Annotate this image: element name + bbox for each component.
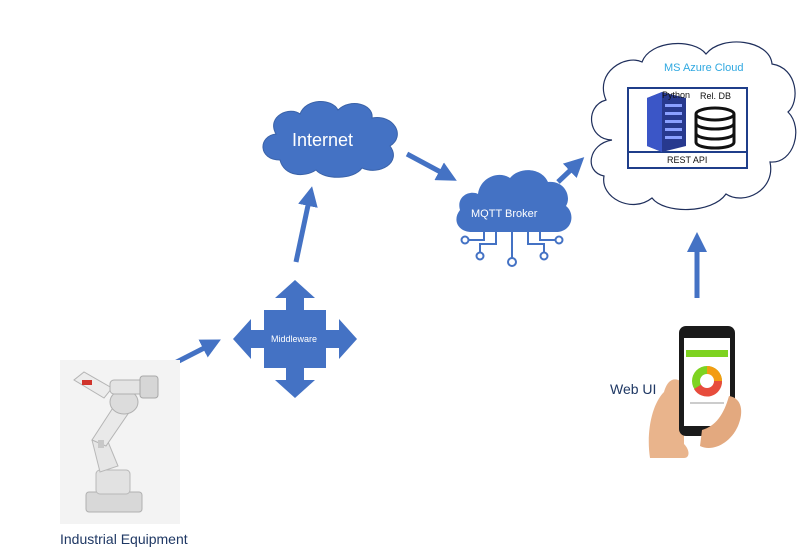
mqtt-broker-label: MQTT Broker (471, 208, 538, 220)
middleware-cross-arrow-icon (233, 280, 357, 398)
arrow-mqtt-to-cloud (556, 157, 585, 184)
arrow-middleware-to-internet (293, 186, 318, 263)
rest-api-label: REST API (667, 155, 708, 165)
middleware-label: Middleware (271, 334, 318, 344)
industrial-equipment-label: Industrial Equipment (60, 531, 188, 547)
hand-smartphone-icon (648, 326, 742, 458)
server-icon (647, 92, 686, 152)
mqtt-broker-cloud-icon (456, 170, 572, 232)
python-label: Python (662, 90, 691, 100)
rel-db-label: Rel. DB (700, 91, 732, 101)
internet-label: Internet (292, 130, 354, 150)
web-ui-label: Web UI (610, 381, 657, 397)
internet-cloud-icon (262, 101, 398, 178)
arrow-internet-to-mqtt (405, 151, 457, 181)
azure-cloud-title: MS Azure Cloud (664, 62, 744, 74)
database-icon (694, 106, 736, 150)
robot-arm-icon (60, 360, 180, 524)
mqtt-network-icon (460, 232, 564, 267)
